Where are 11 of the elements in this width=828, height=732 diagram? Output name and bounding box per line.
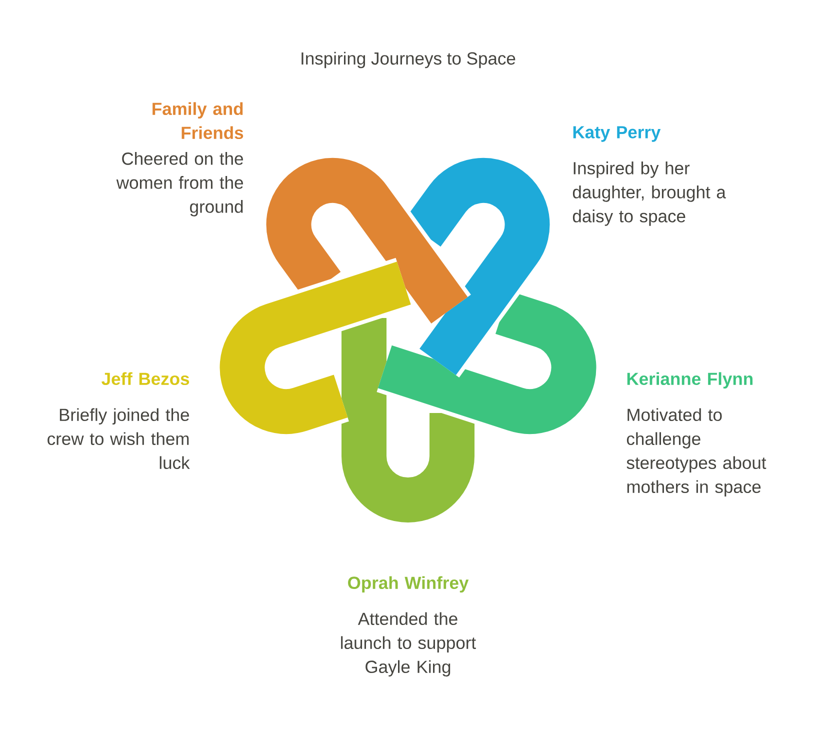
description: Inspired by her daughter, brought a daisy to space bbox=[572, 162, 726, 226]
heading: Katy Perry bbox=[573, 126, 661, 142]
heading: Family and Friends bbox=[152, 102, 244, 140]
title: Inspiring Journeys to Space bbox=[302, 52, 516, 68]
description: Cheered on the women from the ground bbox=[116, 152, 243, 216]
description: Motivated to challenge stereotypes about mothers in space bbox=[626, 408, 766, 497]
heading: Oprah Winfrey bbox=[348, 576, 469, 593]
heading: Kerianne Flynn bbox=[627, 372, 752, 389]
description: Attended the launch to support Gayle King bbox=[341, 612, 476, 677]
description: Briefly joined the crew to wish them luck bbox=[48, 408, 190, 470]
heading: Jeff Bezos bbox=[102, 372, 190, 386]
